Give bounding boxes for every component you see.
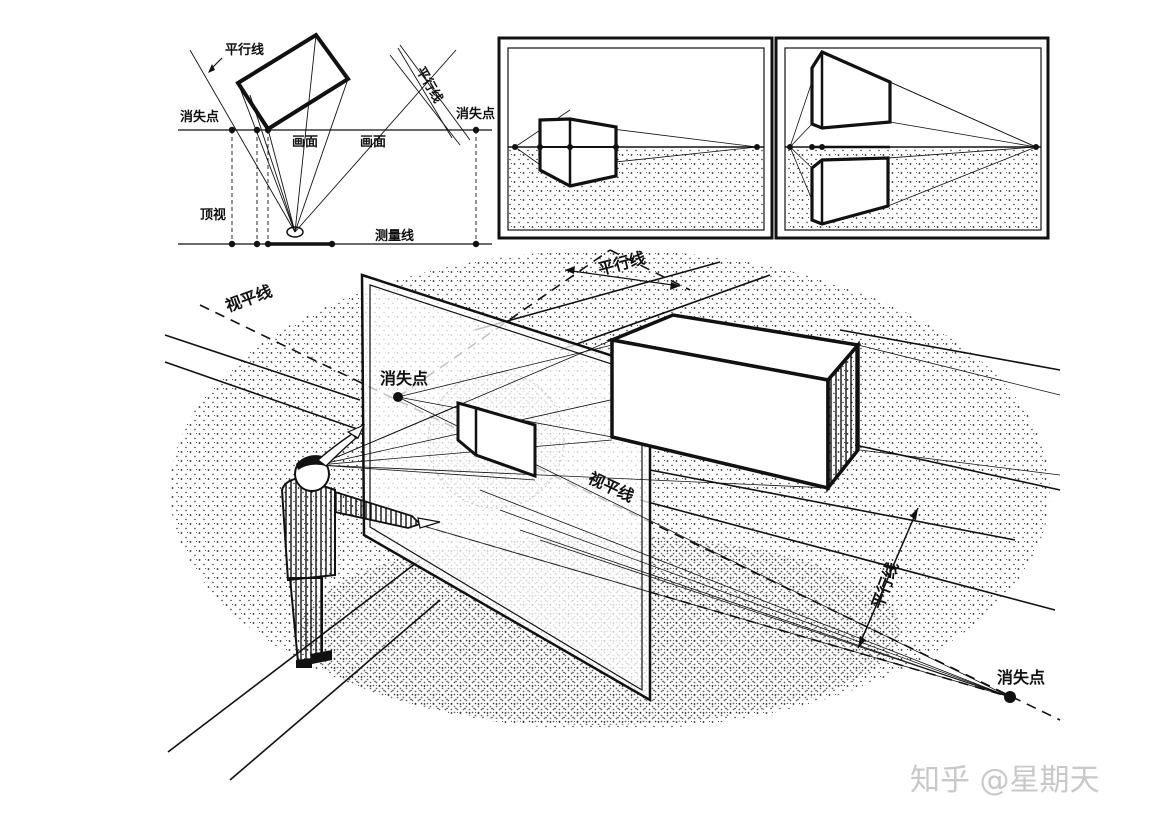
eye-icon — [286, 226, 304, 238]
vanishing-point-center — [393, 392, 403, 402]
main-scene: 视平线 消失点 视平线 平行线 平行线 消失点 — [164, 248, 1061, 781]
vanishing-point-right — [1004, 691, 1016, 703]
watermark: 知乎 @星期天 — [910, 763, 1100, 798]
big-box — [605, 313, 862, 494]
label-parallel-diag: 平行线 — [413, 64, 446, 106]
top-view-diagram: 平行线 平行线 消失点 消失点 画面 画面 顶视 测量线 — [178, 32, 495, 248]
label-vanishing-point-right: 消失点 — [456, 106, 495, 122]
observer-figure — [280, 423, 441, 668]
picture-plane — [360, 273, 652, 703]
perspective-panel-two-boxes — [774, 36, 1050, 240]
label-picture-plane-1: 画面 — [292, 135, 318, 150]
label-vanishing-point-right: 消失点 — [997, 668, 1045, 687]
label-parallel-top: 平行线 — [225, 42, 264, 58]
label-vanishing-point-center: 消失点 — [380, 369, 428, 388]
label-measure-line: 测量线 — [375, 228, 414, 244]
label-top-view: 顶视 — [200, 207, 226, 223]
label-picture-plane-2: 画面 — [360, 135, 386, 150]
label-horizon-left: 视平线 — [223, 281, 275, 315]
perspective-panel-one-point — [497, 36, 774, 240]
label-vanishing-point-left: 消失点 — [180, 109, 219, 125]
